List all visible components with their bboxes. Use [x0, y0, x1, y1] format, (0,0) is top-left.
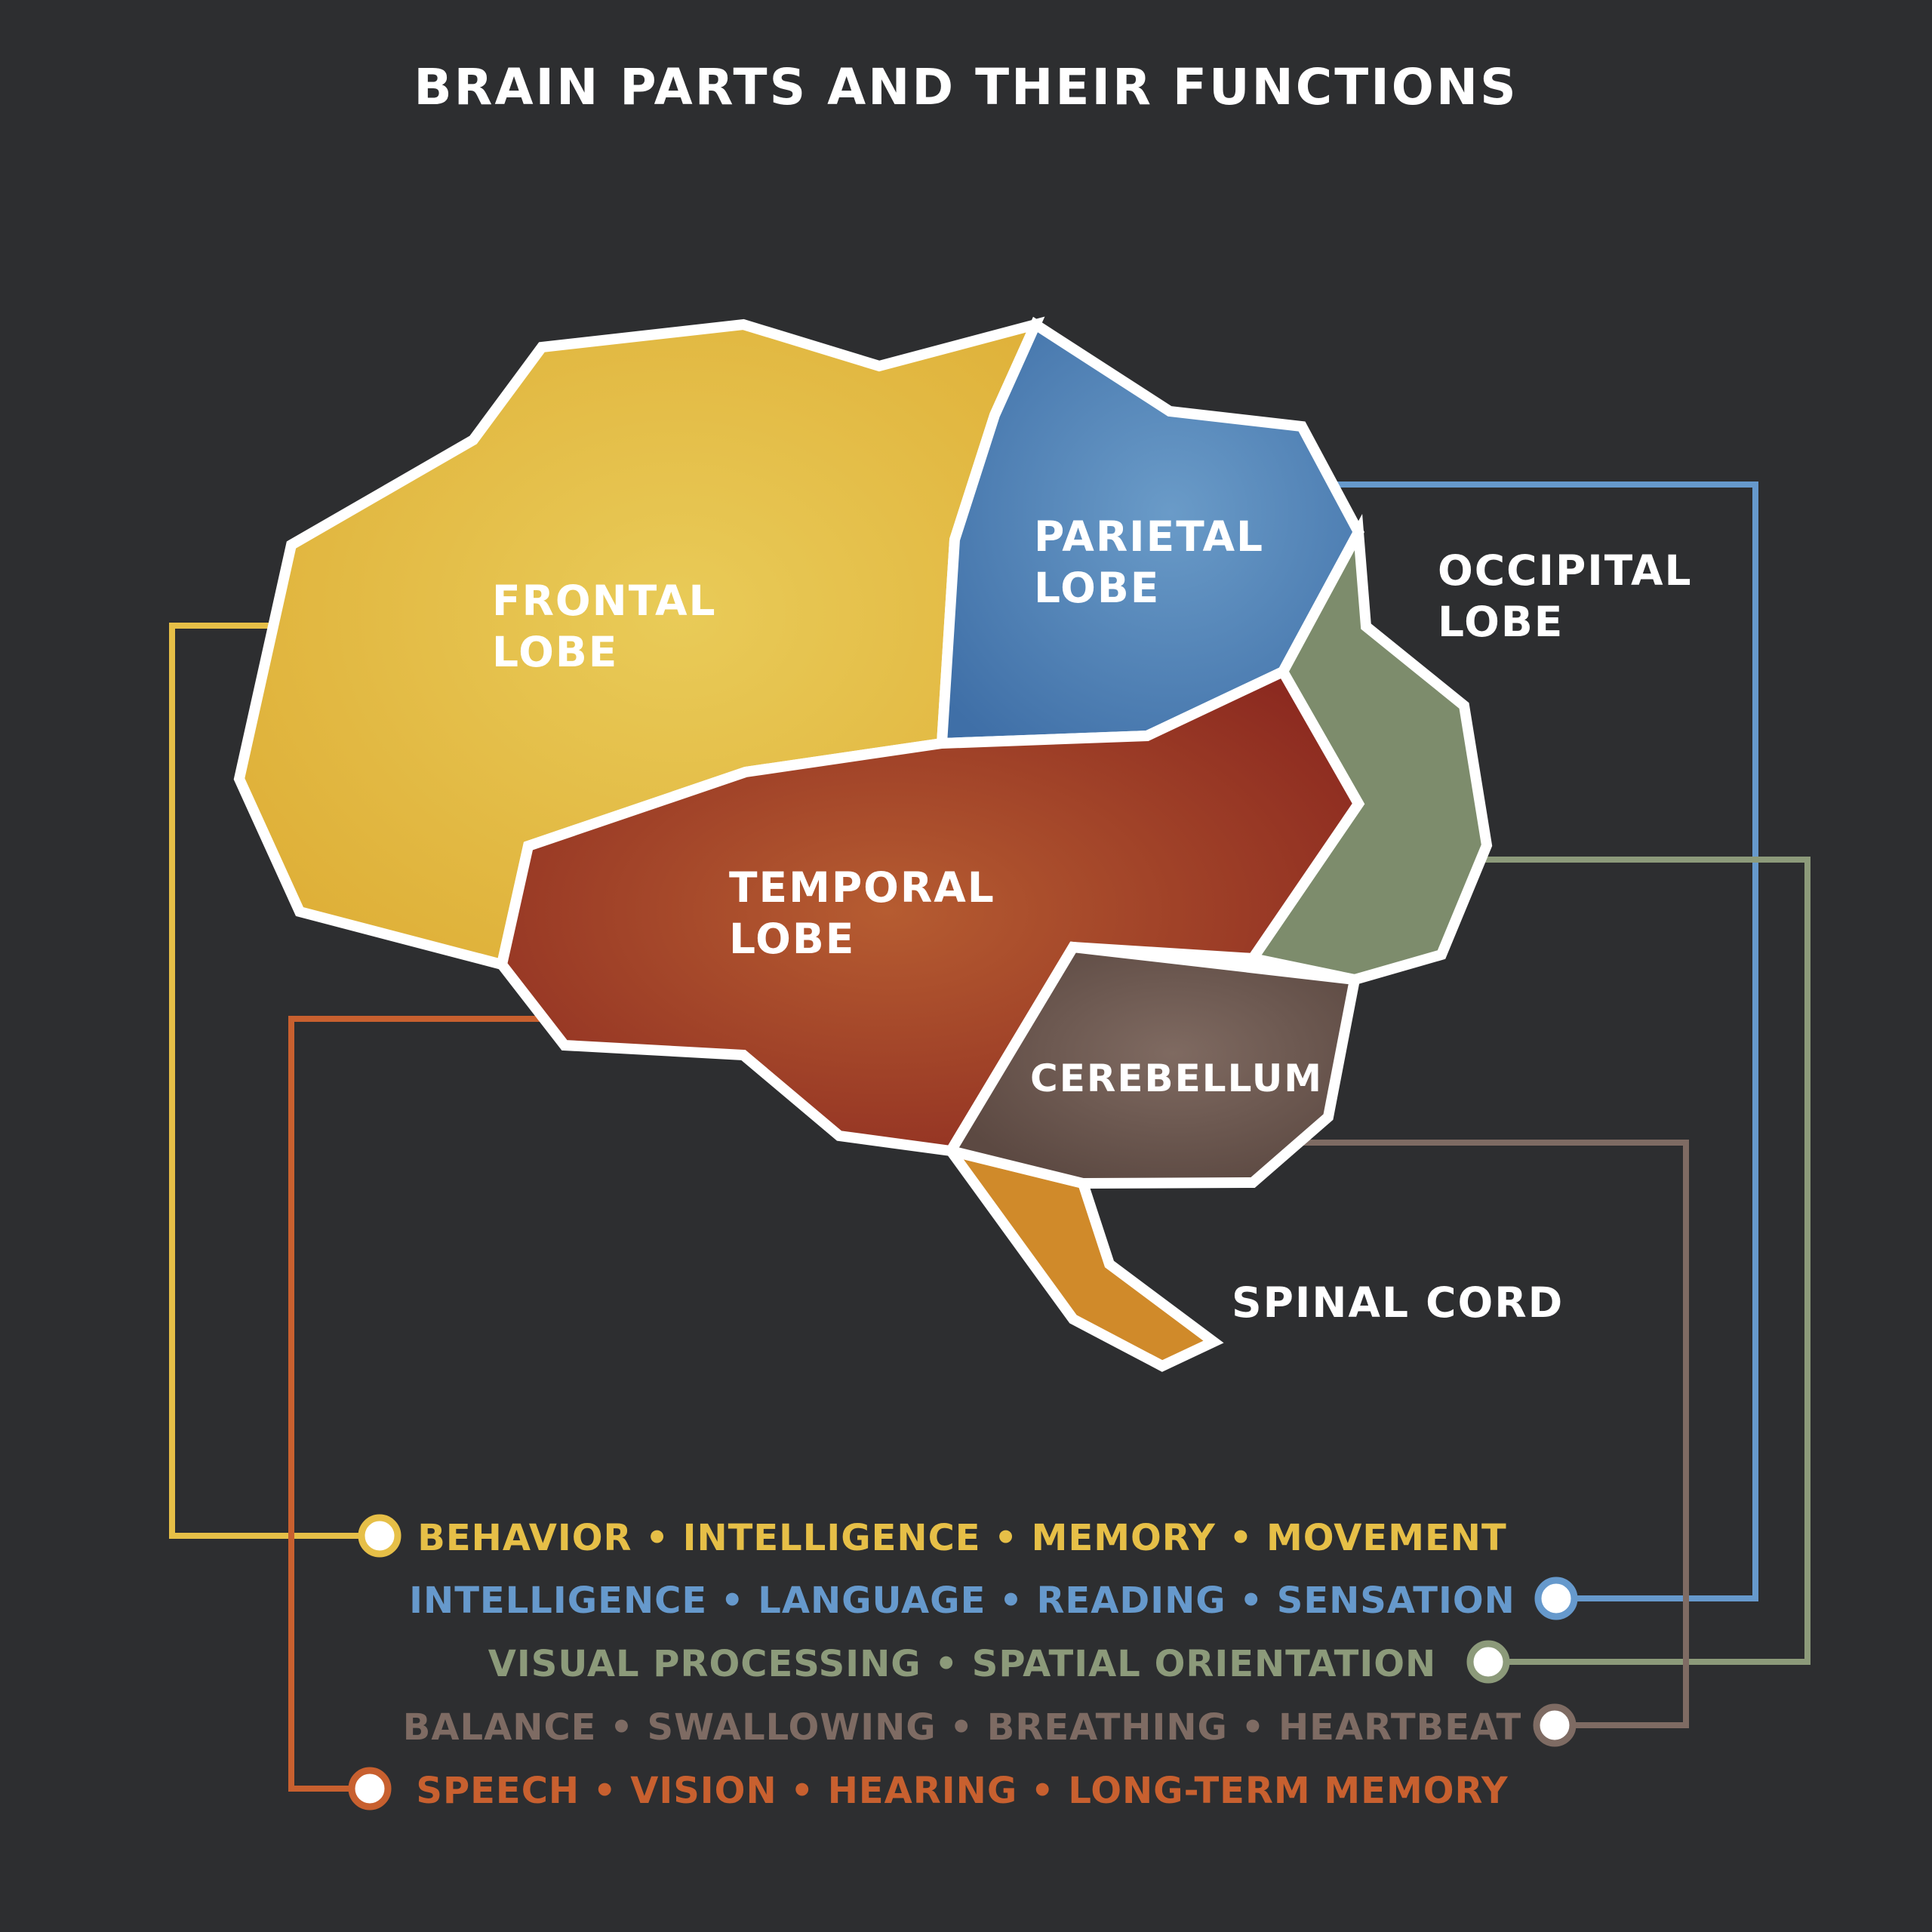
cerebellum-region	[943, 941, 1361, 1189]
occipital-connector	[1472, 857, 1810, 1665]
frontal-lobe-label: FRONTAL LOBE	[492, 577, 733, 676]
cerebellum-functions: BALANCE • SWALLOWING • BREATHING • HEART…	[403, 1706, 1521, 1749]
cerebellum-connector	[1283, 1140, 1689, 1728]
occipital-lobe-label: OCCIPITAL LOBE	[1438, 546, 1709, 646]
frontal-functions: BEHAVIOR • INTELLIGENCE • MEMORY • MOVEM…	[417, 1517, 1506, 1559]
cerebellum-connector-dot	[1533, 1703, 1577, 1747]
temporal-lobe-label: TEMPORAL LOBE	[729, 863, 1011, 963]
parietal-lobe-label: PARIETAL LOBE	[1034, 512, 1280, 612]
parietal-connector-dot	[1534, 1577, 1578, 1620]
parietal-functions: INTELLIGENCE • LANGUAGE • READING • SENS…	[409, 1580, 1515, 1622]
spinal-cord-label: SPINAL CORD	[1232, 1278, 1564, 1327]
temporal-lobe-region	[496, 664, 1365, 1157]
frontal-connector-dot	[358, 1514, 401, 1558]
temporal-connector-dot	[348, 1767, 392, 1810]
parietal-connector	[1336, 481, 1758, 1601]
cerebellum-label: CEREBELLUM	[1030, 1057, 1323, 1100]
page-title: BRAIN PARTS AND THEIR FUNCTIONS	[414, 58, 1518, 116]
occipital-connector-dot	[1466, 1640, 1510, 1684]
occipital-functions: VISUAL PROCESSING • SPATIAL ORIENTATION	[488, 1643, 1436, 1685]
frontal-connector	[169, 623, 376, 1539]
temporal-connector	[288, 1016, 552, 1792]
temporal-functions: SPEECH • VISION • HEARING • LONG-TERM ME…	[416, 1770, 1508, 1812]
